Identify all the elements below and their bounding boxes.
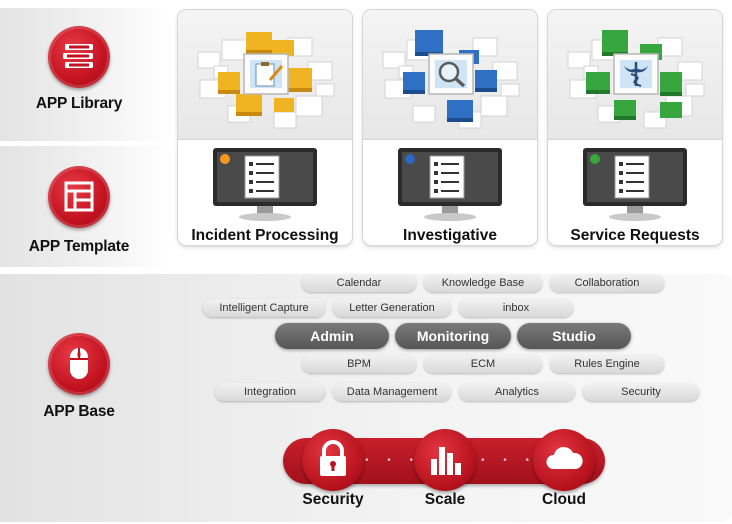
mouse-icon xyxy=(48,333,110,395)
app-template-label: APP Template xyxy=(28,238,130,255)
service-pill-analytics[interactable]: Analytics xyxy=(459,383,575,401)
service-pill-collaboration[interactable]: Collaboration xyxy=(550,274,664,292)
monitor-icon xyxy=(213,148,317,221)
app-card-service-requests[interactable]: Service Requests xyxy=(548,10,722,245)
service-pill-inbox[interactable]: inbox xyxy=(459,299,573,317)
service-cubes-graphic xyxy=(548,10,722,140)
service-pill-intelligent-capture[interactable]: Intelligent Capture xyxy=(203,299,325,317)
monitor-icon xyxy=(398,148,502,221)
app-card-incident-processing[interactable]: Incident Processing xyxy=(178,10,352,245)
service-pill-knowledge-base[interactable]: Knowledge Base xyxy=(424,274,542,292)
service-pill-bpm[interactable]: BPM xyxy=(302,355,416,373)
layout-template-icon xyxy=(48,166,110,228)
app-title: Incident Processing xyxy=(191,227,339,244)
app-title: Service Requests xyxy=(570,227,700,244)
incident-cubes-graphic xyxy=(178,10,352,140)
investigative-cubes-graphic xyxy=(363,10,537,140)
app-title: Investigative xyxy=(403,227,497,244)
books-icon xyxy=(48,26,110,88)
padlock-icon xyxy=(302,429,364,491)
foundation-label-scale: Scale xyxy=(424,491,466,508)
bar-chart-icon xyxy=(414,429,476,491)
cloud-icon xyxy=(533,429,595,491)
foundation-label-security: Security xyxy=(302,491,364,508)
foundation-label-cloud: Cloud xyxy=(542,491,586,508)
core-pill-monitoring[interactable]: Monitoring xyxy=(395,323,511,349)
service-pill-integration[interactable]: Integration xyxy=(215,383,325,401)
app-library-label: APP Library xyxy=(35,95,123,112)
service-pill-security[interactable]: Security xyxy=(583,383,699,401)
service-pill-rules-engine[interactable]: Rules Engine xyxy=(550,355,664,373)
core-pill-studio[interactable]: Studio xyxy=(517,323,631,349)
app-card-investigative[interactable]: Investigative xyxy=(363,10,537,245)
core-pill-admin[interactable]: Admin xyxy=(275,323,389,349)
connector-dots: • • • xyxy=(365,455,422,466)
service-pill-data-management[interactable]: Data Management xyxy=(333,383,451,401)
service-pill-letter-generation[interactable]: Letter Generation xyxy=(333,299,451,317)
app-base-label: APP Base xyxy=(43,403,115,420)
monitor-icon xyxy=(583,148,687,221)
connector-dots: • • • xyxy=(481,455,538,466)
service-pill-ecm[interactable]: ECM xyxy=(424,355,542,373)
service-pill-calendar[interactable]: Calendar xyxy=(302,274,416,292)
